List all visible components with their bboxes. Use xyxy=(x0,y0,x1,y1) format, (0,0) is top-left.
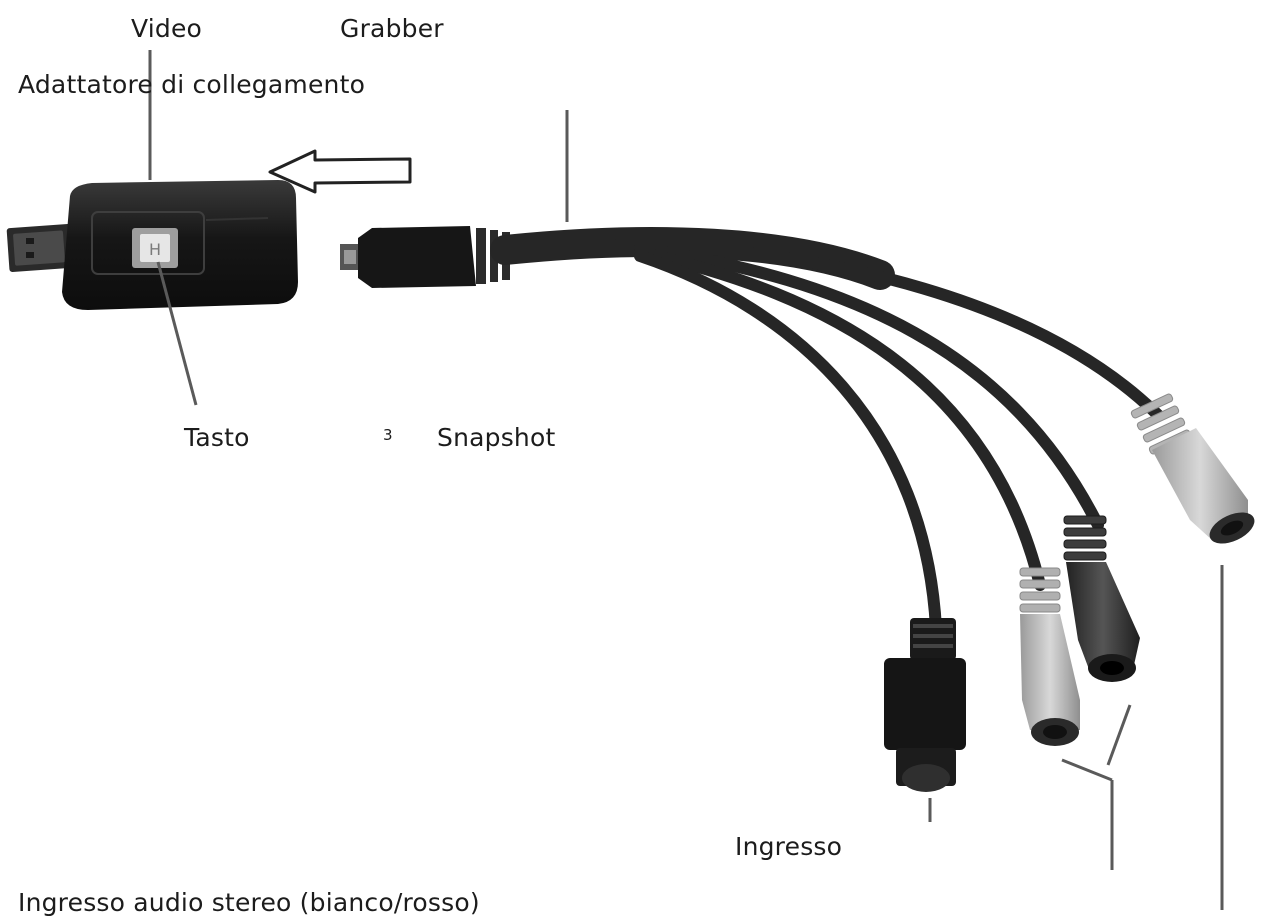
label-video: Video xyxy=(131,14,203,43)
footnote-mark: 3 xyxy=(383,426,393,444)
rca-red-plug xyxy=(1063,515,1140,682)
grabber-device-body xyxy=(62,180,298,310)
leader-lines xyxy=(148,50,1224,910)
label-grabber: Grabber xyxy=(340,14,444,43)
label-stereo-audio-input: Ingresso audio stereo (bianco/rosso) xyxy=(18,888,480,917)
label-button: Tasto xyxy=(184,423,250,452)
insert-arrow-icon xyxy=(268,149,412,194)
cable-bundle xyxy=(490,227,1164,634)
usb-connector xyxy=(6,224,74,272)
rca-video-plug xyxy=(1130,393,1255,544)
svg-text:H: H xyxy=(149,240,161,259)
rca-white-plug xyxy=(1019,567,1080,746)
mini-usb-connector xyxy=(340,226,510,288)
label-input: Ingresso xyxy=(735,832,843,861)
snapshot-button-icon: H xyxy=(132,228,178,268)
label-snapshot: Snapshot xyxy=(437,423,556,452)
s-video-plug xyxy=(884,618,966,792)
label-adapter: Adattatore di collegamento xyxy=(18,70,366,99)
